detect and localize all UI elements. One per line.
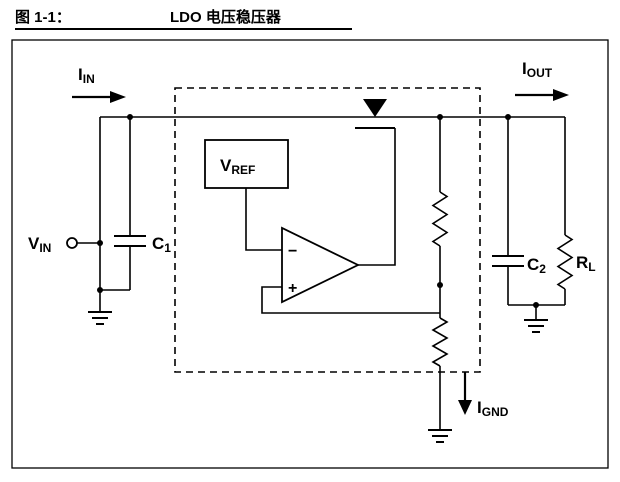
opamp-output-wire — [358, 128, 396, 266]
iout-label: IOUT — [522, 59, 553, 80]
resistor-r-top — [431, 191, 449, 247]
c1-label-sub: 1 — [164, 241, 171, 255]
rl-zigzag — [556, 234, 574, 290]
rl-label: RL — [576, 253, 596, 274]
junction-dot — [437, 282, 443, 288]
figure-frame — [11, 39, 609, 469]
pass-transistor — [355, 99, 395, 129]
output-network — [492, 117, 574, 333]
vref-to-opamp-wire — [245, 188, 282, 251]
junction-dot — [437, 114, 443, 120]
vref-label: VREF — [220, 156, 255, 177]
iout-arrowhead — [553, 89, 569, 101]
ground-symbol-output — [524, 319, 548, 333]
figure-number: 图 1-1： — [15, 9, 71, 26]
ignd-arrowhead — [458, 400, 472, 415]
ignd-label-sub: GND — [482, 405, 509, 419]
ignd-label-main: I — [477, 398, 482, 417]
vref-label-main: V — [220, 156, 232, 175]
iout-label-main: I — [522, 59, 527, 78]
iin-arrowhead — [110, 91, 126, 103]
junction-dot — [533, 302, 539, 308]
junction-dot — [505, 114, 511, 120]
junction-dots — [97, 114, 539, 308]
input-network — [66, 117, 146, 325]
vin-label-sub: IN — [39, 241, 51, 255]
c2-label-main: C — [527, 255, 539, 274]
c1-label-main: C — [152, 234, 164, 253]
vin-label-main: V — [28, 234, 40, 253]
iout-label-sub: OUT — [527, 66, 553, 80]
opamp-noninverting-input-sign: + — [288, 280, 297, 297]
rl-label-main: R — [576, 253, 588, 272]
opamp-triangle — [281, 226, 361, 304]
regulator-dashed-boundary — [174, 87, 481, 373]
vin-label: VIN — [28, 234, 51, 255]
opamp-inverting-input-sign: − — [288, 243, 297, 260]
error-amplifier-opamp — [281, 226, 361, 304]
iin-label: IIN — [78, 65, 95, 86]
junction-dot — [97, 287, 103, 293]
ignd-current-arrow — [458, 372, 472, 415]
ground-symbol-divider — [428, 429, 452, 443]
figure-caption: 图 1-1： LDO 电压稳压器 — [15, 6, 352, 30]
capacitor-c1 — [100, 117, 146, 291]
iout-current-arrow — [515, 89, 569, 101]
vin-terminal — [66, 237, 78, 249]
figure-title: LDO 电压稳压器 — [170, 9, 281, 26]
vref-label-sub: REF — [231, 163, 255, 177]
iin-label-main: I — [78, 65, 83, 84]
junction-dot — [127, 114, 133, 120]
c2-label-sub: 2 — [539, 262, 546, 276]
c1-label: C1 — [152, 234, 171, 255]
ground-symbol-input — [88, 311, 112, 325]
ignd-label: IGND — [477, 398, 509, 419]
junction-dot — [97, 240, 103, 246]
feedback-divider — [428, 117, 452, 443]
capacitor-c2 — [492, 117, 524, 305]
rl-label-sub: L — [588, 260, 595, 274]
c2-label: C2 — [527, 255, 546, 276]
iin-label-sub: IN — [83, 72, 95, 86]
feedback-wire — [261, 286, 440, 314]
resistor-rl — [556, 117, 574, 305]
pass-transistor-arrow — [363, 99, 387, 117]
iin-current-arrow — [72, 91, 126, 103]
resistor-r-bottom — [431, 317, 449, 367]
